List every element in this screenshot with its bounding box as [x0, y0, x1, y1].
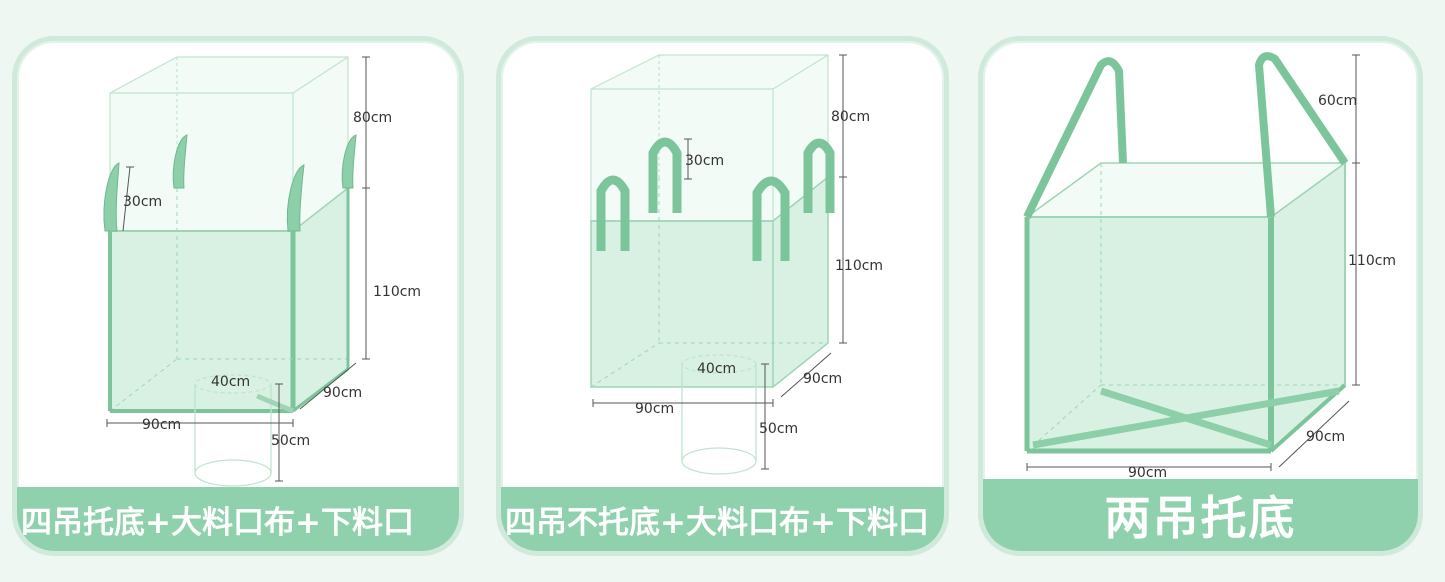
dimension-lines	[1026, 54, 1360, 471]
dim-body-height: 110cm	[835, 258, 883, 274]
panel-caption: 两吊托底	[983, 479, 1418, 551]
dim-spout-height: 50cm	[271, 433, 310, 449]
discharge-spout	[681, 354, 757, 475]
lifting-loops	[103, 134, 357, 232]
dim-top-height: 80cm	[353, 110, 392, 126]
dim-body-height: 110cm	[373, 284, 421, 300]
bag-diagram-four-loop-without-base: 80cm 30cm 110cm 40cm 90cm 90cm 50cm	[590, 54, 883, 475]
dimension-lines	[592, 54, 847, 470]
panel-caption: 四吊不托底+大料口布+下料口	[501, 487, 944, 551]
dim-width: 90cm	[142, 417, 181, 433]
bag-body	[590, 175, 829, 388]
dim-spout-height: 50cm	[759, 421, 798, 437]
panel-four-loop-with-base: 80cm 30cm 110cm 40cm 90cm 90cm 50cm 四吊托底…	[12, 36, 464, 556]
lifting-loops	[1023, 52, 1349, 219]
bag-body	[108, 186, 350, 413]
dim-width: 90cm	[1128, 465, 1167, 481]
panel-two-loop-with-base: 60cm 110cm 90cm 90cm 两吊托底	[978, 36, 1423, 556]
discharge-spout	[194, 374, 294, 487]
bag-diagram-two-loop-with-base: 60cm 110cm 90cm 90cm	[1023, 52, 1396, 481]
dim-top-height: 80cm	[831, 109, 870, 125]
panel-caption: 四吊托底+大料口布+下料口	[17, 487, 459, 551]
dim-spout-diameter: 40cm	[697, 361, 736, 377]
dim-spout-diameter: 40cm	[211, 374, 250, 390]
bag-body	[1024, 161, 1348, 454]
dim-loop-height: 30cm	[123, 194, 162, 210]
dim-loop-height: 30cm	[685, 153, 724, 169]
dim-depth: 90cm	[1306, 429, 1345, 445]
dim-depth: 90cm	[323, 385, 362, 401]
dim-width: 90cm	[635, 401, 674, 417]
dimension-lines	[106, 56, 370, 482]
panel-four-loop-without-base: 80cm 30cm 110cm 40cm 90cm 90cm 50cm 四吊不托…	[496, 36, 949, 556]
lifting-loops	[596, 137, 835, 261]
bag-diagram-four-loop-with-base: 80cm 30cm 110cm 40cm 90cm 90cm 50cm	[103, 56, 421, 487]
dim-loop-height: 60cm	[1318, 93, 1357, 109]
dim-body-height: 110cm	[1348, 253, 1396, 269]
dim-depth: 90cm	[803, 371, 842, 387]
